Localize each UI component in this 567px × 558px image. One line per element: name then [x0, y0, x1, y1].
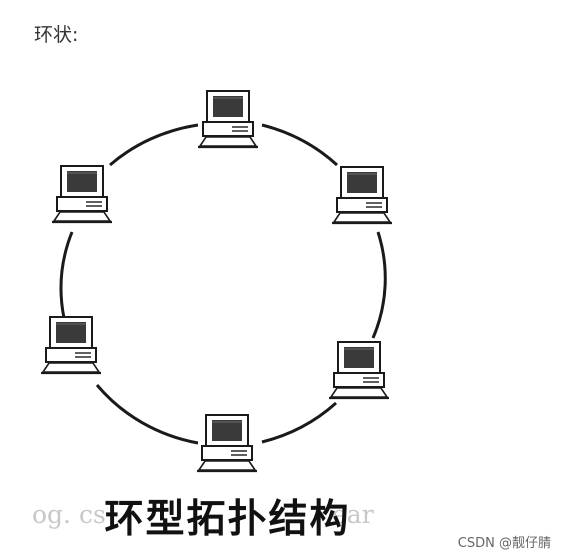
credit-watermark: CSDN @靓仔腈 [457, 536, 551, 551]
computer-node-icon [195, 413, 259, 473]
computer-node-icon [50, 164, 114, 224]
ring-link-4 [261, 401, 338, 444]
computer-node-icon [330, 165, 394, 225]
computer-node-icon [39, 315, 103, 375]
ring-link-1 [109, 123, 199, 167]
ring-link-6 [59, 231, 74, 319]
computer-node-icon [327, 340, 391, 400]
computer-node-icon [196, 89, 260, 149]
ring-link-2 [261, 123, 339, 167]
ring-link-5 [95, 384, 199, 445]
ring-link-3 [371, 231, 387, 339]
diagram-caption: 环型拓扑结构 [104, 496, 351, 542]
heading: 环状: [34, 24, 79, 46]
watermark-left: og. cs [32, 500, 106, 529]
watermark-right: ear [332, 500, 374, 529]
